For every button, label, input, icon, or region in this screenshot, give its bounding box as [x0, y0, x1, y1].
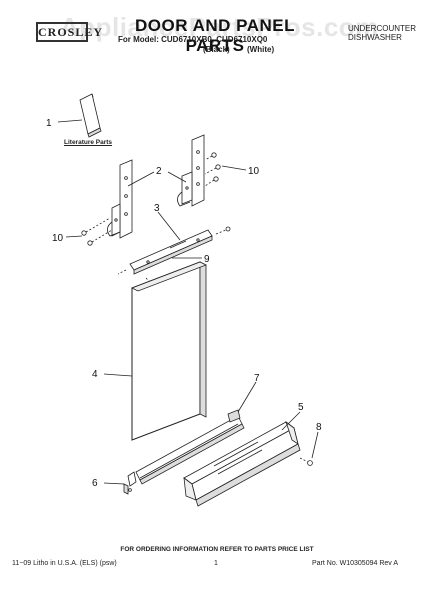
leader-10-left: [65, 235, 83, 238]
model-numbers: For Model: CUD6710XB0, CUD6710XQ0: [118, 35, 268, 44]
callout-7: 7: [254, 373, 260, 384]
product-type: UNDERCOUNTER DISHWASHER: [348, 24, 416, 42]
leader-2-right: [167, 171, 187, 183]
door-panel: [131, 261, 207, 441]
callout-10-left: 10: [52, 233, 64, 244]
leader-3: [157, 211, 181, 241]
callout-4: 4: [92, 369, 98, 380]
ordering-info: FOR ORDERING INFORMATION REFER TO PARTS …: [120, 546, 314, 553]
leader-1: [57, 119, 83, 123]
callout-1: 1: [46, 118, 52, 129]
callout-5: 5: [298, 402, 304, 413]
variant-white: (White): [247, 45, 275, 54]
callout-2: 2: [156, 166, 162, 177]
leader-4: [103, 373, 133, 377]
leader-7: [237, 381, 257, 413]
toe-bracket: [123, 471, 137, 495]
brand-logo: CROSLEY: [36, 22, 102, 42]
leader-5: [281, 411, 301, 431]
leader-6: [103, 482, 125, 485]
callout-8: 8: [316, 422, 322, 433]
callout-10-right: 10: [248, 166, 260, 177]
callout-6: 6: [92, 478, 98, 489]
hinge-bracket-right: [177, 134, 205, 207]
part-number: Part No. W10305094 Rev A: [312, 560, 398, 567]
callout-3: 3: [154, 203, 160, 214]
page-title: DOOR AND PANEL PARTS: [135, 16, 295, 55]
callout-9: 9: [204, 254, 210, 265]
leader-2-left: [127, 171, 155, 187]
variant-black: (Black): [203, 45, 230, 54]
product-line-1: UNDERCOUNTER: [348, 24, 416, 33]
kick-plate-screw: [299, 457, 313, 466]
watermark: AppliancePartsPros.com: [60, 12, 379, 42]
screws-right: [204, 152, 221, 187]
screws-left: [81, 217, 113, 246]
door-top-rail: [117, 226, 231, 275]
toe-panel: [135, 409, 245, 485]
kick-plate: [183, 420, 301, 507]
leader-10-right: [221, 165, 247, 171]
hinge-bracket-left: [107, 159, 133, 239]
leader-8: [311, 431, 319, 459]
litho-info: 11−09 Litho in U.S.A. (ELS) (psw): [12, 560, 117, 567]
page-number: 1: [214, 560, 218, 567]
literature-booklet: [79, 93, 102, 138]
product-line-2: DISHWASHER: [348, 33, 402, 42]
literature-parts-label: Literature Parts: [64, 139, 113, 146]
